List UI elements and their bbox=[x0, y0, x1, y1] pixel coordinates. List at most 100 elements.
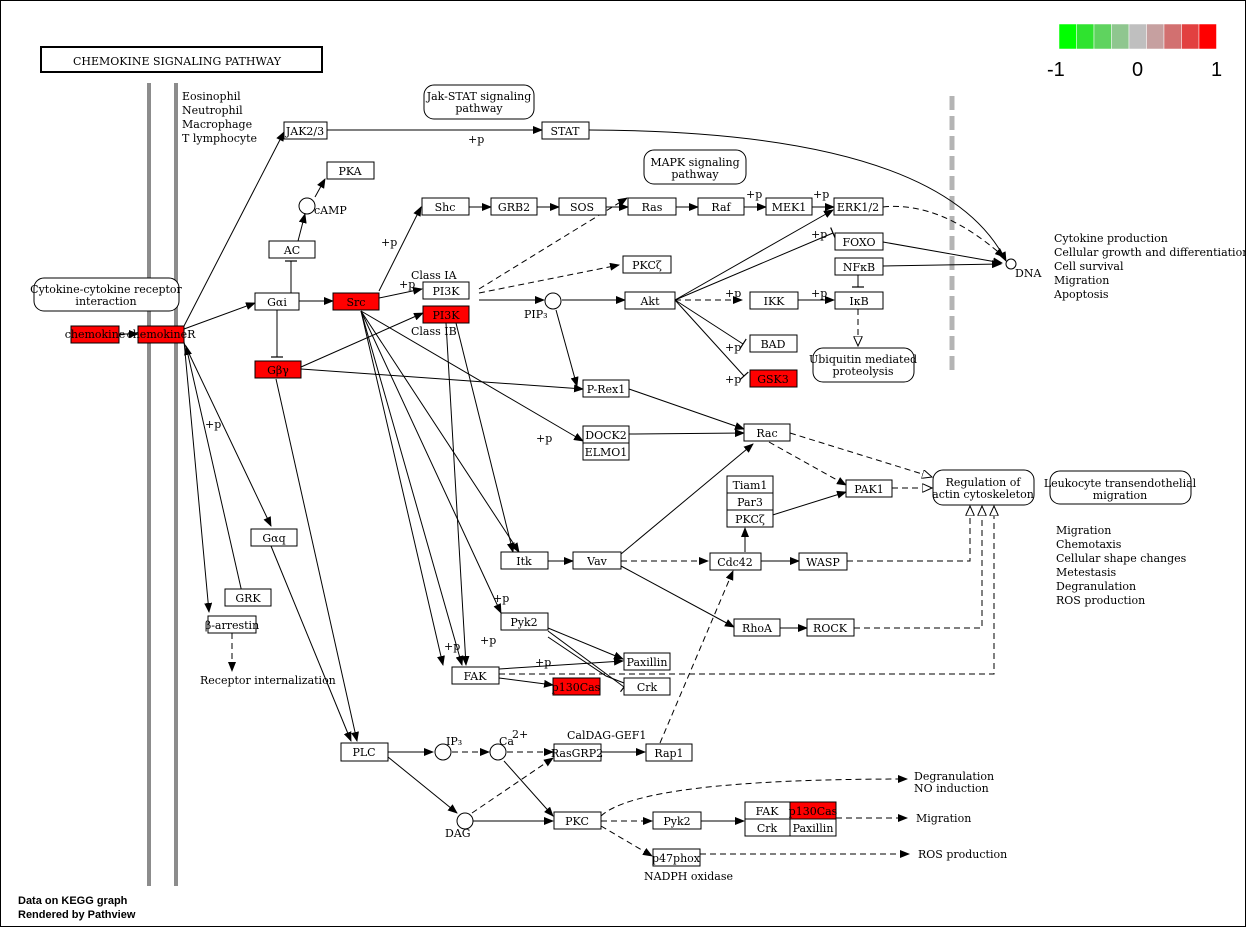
svg-text:NFκB: NFκB bbox=[843, 261, 875, 274]
gene-src[interactable]: Src bbox=[332, 292, 380, 311]
gene-ras[interactable]: Ras bbox=[627, 197, 677, 216]
svg-text:+p: +p bbox=[399, 278, 415, 291]
svg-text:+p: +p bbox=[205, 418, 221, 431]
svg-text:FAK: FAK bbox=[464, 670, 488, 683]
svg-text:Cellular growth and differenti: Cellular growth and differentiation bbox=[1054, 246, 1245, 259]
svg-text:Degranulation: Degranulation bbox=[1056, 580, 1136, 593]
gene-rac[interactable]: Rac bbox=[743, 423, 791, 442]
gene-pka[interactable]: PKA bbox=[326, 161, 375, 180]
gene-pkcz[interactable]: PKCζ bbox=[622, 255, 672, 274]
svg-text:SOS: SOS bbox=[570, 201, 594, 214]
svg-text:+p: +p bbox=[813, 188, 829, 201]
svg-text:+p: +p bbox=[811, 228, 827, 241]
gene-nfkb[interactable]: NFκB bbox=[834, 257, 884, 276]
svg-text:Jak-STAT signaling: Jak-STAT signaling bbox=[426, 90, 532, 103]
gene-grk[interactable]: GRK bbox=[224, 588, 272, 607]
svg-text:+p: +p bbox=[725, 373, 741, 386]
svg-text:GRB2: GRB2 bbox=[498, 201, 530, 214]
gene-p47phox[interactable]: p47phox bbox=[652, 848, 701, 867]
gene-mek1[interactable]: MEK1 bbox=[765, 197, 813, 216]
svg-text:ROCK: ROCK bbox=[813, 622, 848, 635]
gene-chemokine[interactable]: chemokine bbox=[65, 325, 126, 344]
gene-crk2[interactable]: Crk bbox=[744, 818, 791, 837]
gene-paxillin[interactable]: Paxillin bbox=[623, 652, 671, 671]
gene-pak1[interactable]: PAK1 bbox=[845, 479, 893, 498]
gene-ac[interactable]: AC bbox=[268, 240, 316, 259]
gene-ikk[interactable]: IKK bbox=[749, 291, 799, 310]
color-legend bbox=[1058, 23, 1217, 50]
gene-elmo1[interactable]: ELMO1 bbox=[582, 442, 630, 461]
svg-text:ELMO1: ELMO1 bbox=[585, 446, 628, 459]
gene-raf[interactable]: Raf bbox=[697, 197, 745, 216]
gene-jak[interactable]: JAK2/3 bbox=[283, 121, 328, 140]
svg-text:GSK3: GSK3 bbox=[757, 373, 789, 386]
gene-foxo[interactable]: FOXO bbox=[834, 232, 884, 251]
gene-fak2[interactable]: FAK bbox=[744, 801, 791, 820]
gene-shc[interactable]: Shc bbox=[421, 197, 470, 216]
gene-erk[interactable]: ERK1/2 bbox=[833, 197, 884, 216]
gene-rap1[interactable]: Rap1 bbox=[645, 743, 693, 762]
svg-text:+p: +p bbox=[725, 341, 741, 354]
gene-plc[interactable]: PLC bbox=[340, 742, 389, 762]
gene-pyk2b[interactable]: Pyk2 bbox=[652, 811, 702, 830]
gene-pi3k-a[interactable]: PI3K bbox=[422, 281, 470, 300]
svg-text:RhoA: RhoA bbox=[742, 622, 773, 635]
gene-gby[interactable]: Gβγ bbox=[254, 360, 302, 379]
gene-akt[interactable]: Akt bbox=[624, 291, 676, 310]
gene-paxillin2[interactable]: Paxillin bbox=[789, 818, 837, 837]
gene-cdc42[interactable]: Cdc42 bbox=[709, 552, 762, 571]
gene-wasp[interactable]: WASP bbox=[798, 552, 848, 571]
gene-gai[interactable]: Gαi bbox=[254, 292, 300, 311]
svg-text:Gαi: Gαi bbox=[267, 296, 287, 309]
gene-barr[interactable]: β-arrestin bbox=[205, 615, 259, 634]
svg-text:Tiam1: Tiam1 bbox=[733, 479, 768, 492]
svg-text:proteolysis: proteolysis bbox=[832, 365, 893, 378]
gene-prex1[interactable]: P-Rex1 bbox=[582, 379, 630, 398]
svg-text:Cytokine-cytokine receptor: Cytokine-cytokine receptor bbox=[30, 283, 182, 296]
svg-text:FAK: FAK bbox=[756, 805, 780, 818]
gene-pkcz2[interactable]: PKCζ bbox=[726, 509, 774, 528]
legend-swatch bbox=[1111, 23, 1130, 50]
svg-text:PKCζ: PKCζ bbox=[632, 259, 662, 272]
svg-text:Pyk2: Pyk2 bbox=[510, 616, 537, 629]
gene-bad[interactable]: BAD bbox=[749, 334, 798, 353]
svg-text:GRK: GRK bbox=[235, 592, 261, 605]
svg-text:Cdc42: Cdc42 bbox=[717, 556, 753, 569]
svg-text:Ras: Ras bbox=[642, 201, 663, 214]
svg-text:STAT: STAT bbox=[551, 125, 581, 138]
gene-rasgrp2[interactable]: RasGRP2 bbox=[551, 743, 603, 762]
gene-grb2[interactable]: GRB2 bbox=[490, 197, 538, 216]
gene-gsk3[interactable]: GSK3 bbox=[749, 369, 798, 388]
gene-pi3k-b[interactable]: PI3K bbox=[422, 305, 470, 324]
gene-fak[interactable]: FAK bbox=[451, 666, 500, 685]
gene-p130cas[interactable]: p130Cas bbox=[552, 677, 601, 696]
svg-text:ROS production: ROS production bbox=[1056, 594, 1145, 607]
gene-pkc[interactable]: PKC bbox=[553, 811, 602, 830]
gene-ikb[interactable]: IκB bbox=[834, 291, 884, 310]
gene-dock2[interactable]: DOCK2 bbox=[582, 425, 630, 444]
gene-p130cas2[interactable]: p130Cas bbox=[789, 801, 838, 820]
gene-rock[interactable]: ROCK bbox=[806, 618, 855, 637]
svg-text:PAK1: PAK1 bbox=[854, 483, 884, 496]
compounds bbox=[298, 197, 1017, 830]
svg-text:Regulation of: Regulation of bbox=[946, 476, 1022, 489]
gene-par3[interactable]: Par3 bbox=[726, 492, 774, 511]
gene-rhoa[interactable]: RhoA bbox=[733, 618, 781, 637]
gene-crk[interactable]: Crk bbox=[623, 677, 671, 696]
gene-itk[interactable]: Itk bbox=[500, 551, 549, 570]
gene-vav[interactable]: Vav bbox=[572, 551, 622, 570]
gene-sos[interactable]: SOS bbox=[558, 197, 607, 216]
gene-pyk2[interactable]: Pyk2 bbox=[500, 612, 549, 631]
gene-tiam1[interactable]: Tiam1 bbox=[726, 475, 774, 494]
gene-stat[interactable]: STAT bbox=[541, 121, 590, 140]
gene-gaq[interactable]: Gαq bbox=[250, 528, 298, 547]
footer-line-1: Data on KEGG graph bbox=[18, 895, 128, 907]
gene-chemokineR[interactable]: chemokineR bbox=[127, 325, 197, 344]
